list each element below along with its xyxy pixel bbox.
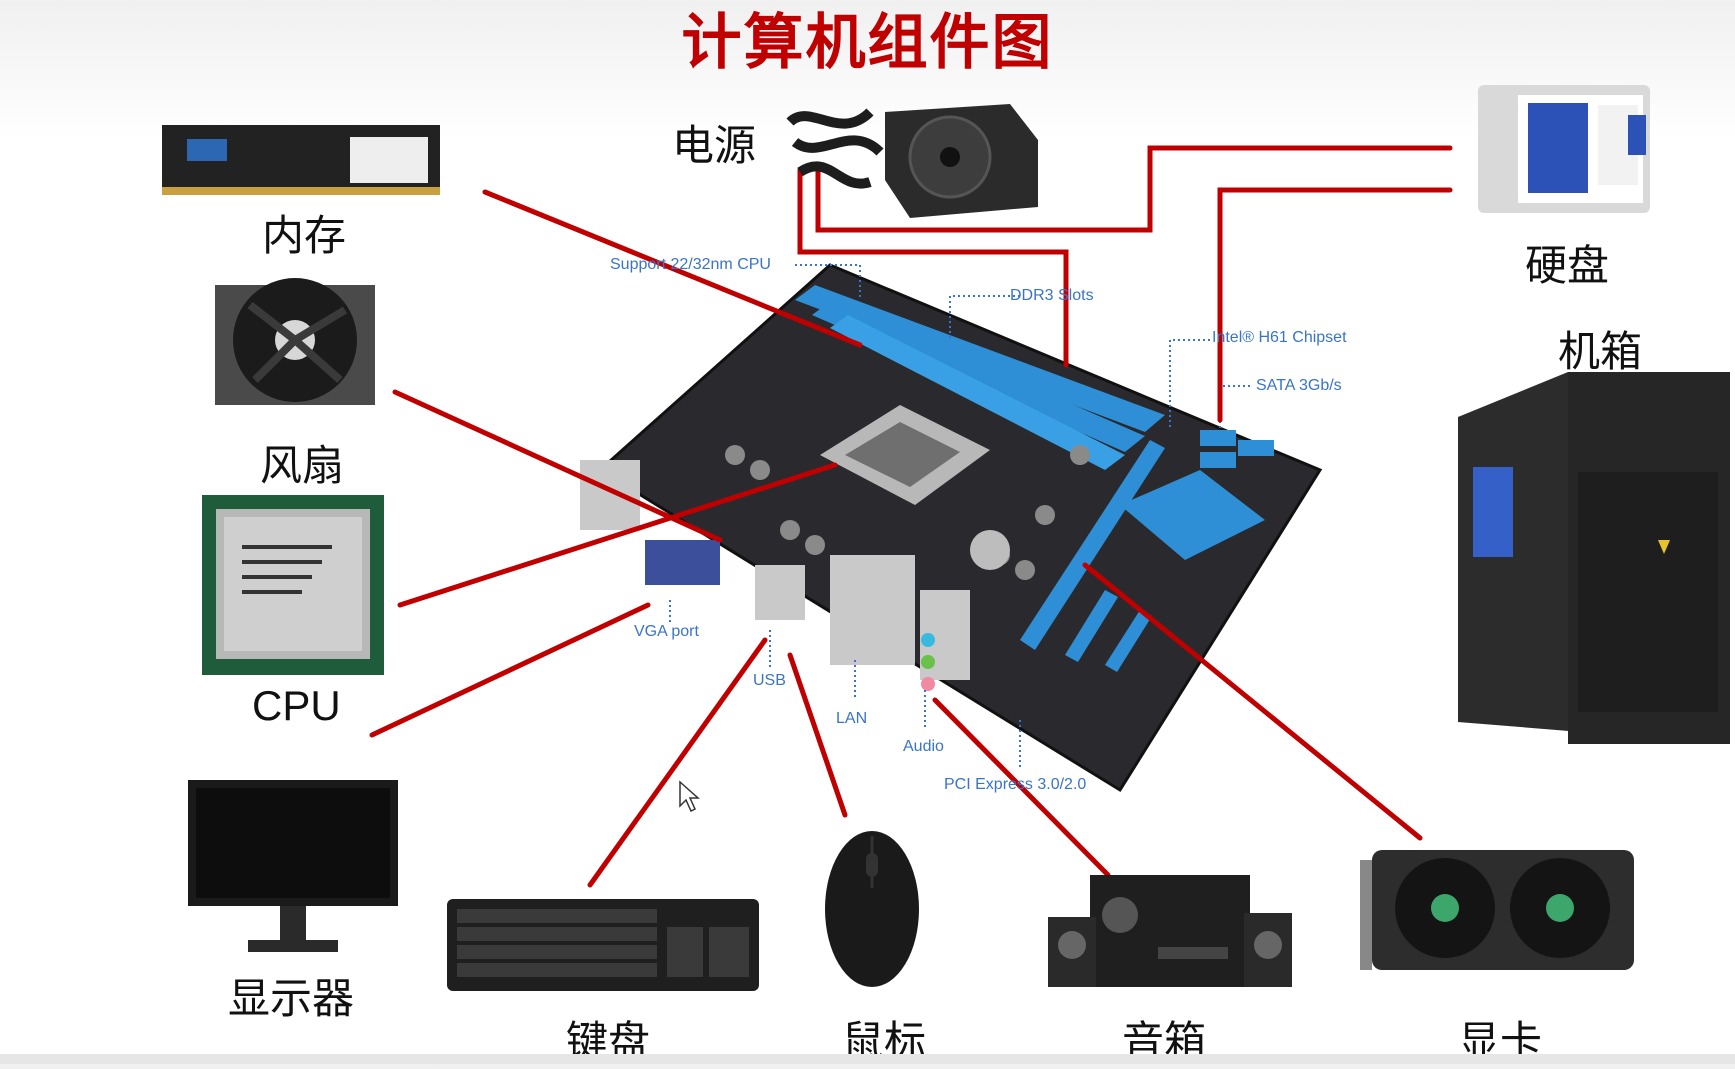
fan-label: 风扇 (260, 441, 345, 490)
chipset-heatsink (1120, 470, 1265, 560)
ram-image (162, 125, 440, 203)
cpu-image (202, 495, 384, 675)
hdd-image (1478, 85, 1650, 213)
monitor-label: 显示器 (228, 974, 355, 1023)
sata-ports (1200, 430, 1274, 468)
mouse-image (822, 828, 922, 990)
gpu-image (1360, 850, 1640, 980)
case-label: 机箱 (1558, 327, 1643, 376)
line-fan (392, 389, 723, 543)
hdd-label: 硬盘 (1525, 241, 1610, 290)
pcie-slots (1020, 440, 1165, 672)
ram-label: 内存 (262, 211, 347, 260)
motherboard (580, 263, 1323, 793)
label-cpu-support: Support 22/32nm CPU (610, 256, 771, 273)
bottom-strip (0, 1054, 1735, 1064)
mouse-cursor-icon (678, 780, 702, 814)
label-vga: VGA port (634, 623, 699, 640)
ddr3-slots (795, 285, 1165, 470)
line-keyboard (587, 637, 768, 888)
label-lan: LAN (836, 710, 868, 727)
line-psu (797, 167, 1069, 368)
label-usb: USB (753, 672, 786, 689)
line-cpu (397, 462, 838, 608)
line-monitor (369, 602, 651, 738)
capacitors (725, 445, 1090, 580)
line-psu-hdd (815, 145, 1453, 233)
cpu-socket (820, 405, 990, 505)
psu-label: 电源 (672, 121, 757, 170)
cpu-label: CPU (252, 682, 341, 729)
psu-image (780, 82, 1045, 222)
speaker-image (1048, 875, 1293, 990)
label-chipset: Intel® H61 Chipset (1212, 329, 1347, 346)
label-audio: Audio (903, 738, 944, 755)
case-image (1458, 372, 1730, 744)
page-title: 计算机组件图 (681, 8, 1054, 78)
io-ports (580, 460, 970, 691)
fan-image (190, 255, 390, 430)
line-mouse (787, 652, 848, 818)
line-gpu (1082, 562, 1423, 841)
connector-lines (369, 145, 1453, 888)
label-sata: SATA 3Gb/s (1256, 377, 1342, 394)
keyboard-image (447, 895, 759, 995)
line-hdd (1217, 187, 1453, 423)
line-ram (482, 189, 863, 348)
line-speaker (932, 697, 1111, 878)
label-pcie: PCI Express 3.0/2.0 (944, 776, 1087, 793)
label-ddr3: DDR3 Slots (1010, 287, 1094, 304)
monitor-image (188, 780, 398, 960)
